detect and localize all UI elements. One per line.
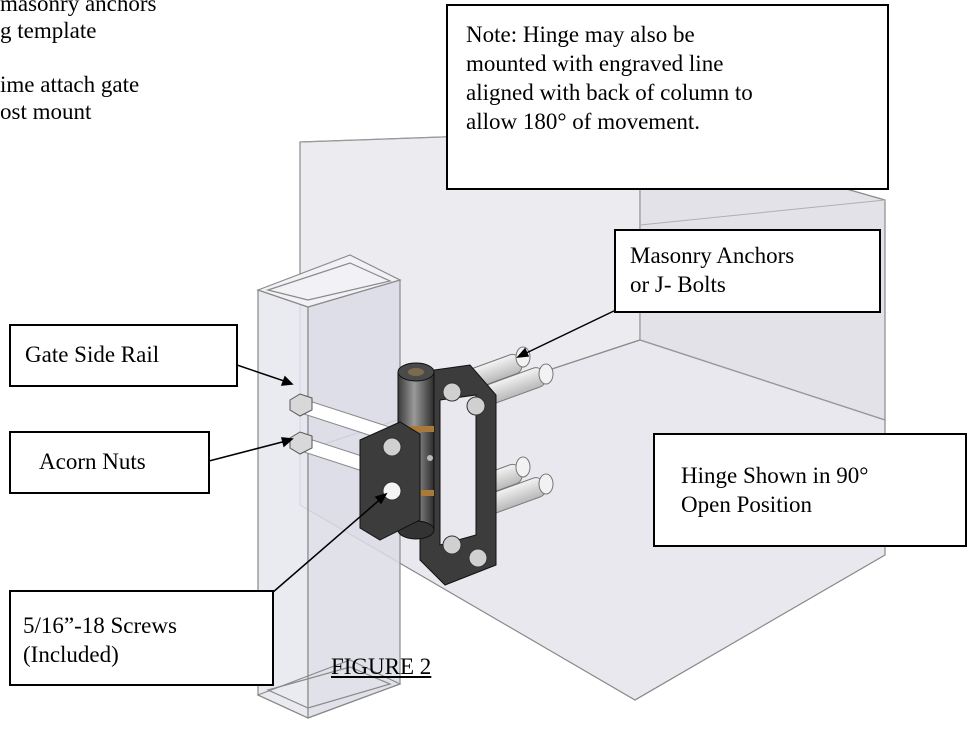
note-callout: Note: Hinge may also be mounted with eng… bbox=[446, 4, 889, 190]
instruction-fragment: ime attach gate bbox=[0, 72, 140, 97]
leader-lines bbox=[208, 308, 619, 594]
hinge-column-plate bbox=[419, 364, 497, 586]
note-line: allow 180° of movement. bbox=[466, 109, 701, 134]
figure-label: FIGURE 2 bbox=[331, 654, 432, 679]
note-line: mounted with engraved line bbox=[466, 51, 724, 76]
note-line: aligned with back of column to bbox=[466, 80, 753, 105]
acorn-nuts-callout: Acorn Nuts bbox=[9, 431, 210, 494]
screws-callout: 5/16”-18 Screws (Included) bbox=[9, 590, 274, 686]
hinge-gate-plate bbox=[359, 421, 433, 541]
note-line: Note: Hinge may also be bbox=[466, 22, 695, 47]
hinge-position-callout: Hinge Shown in 90° Open Position bbox=[653, 433, 967, 547]
instruction-fragment: ost mount bbox=[0, 99, 92, 124]
instruction-fragment: masonry anchors bbox=[0, 0, 157, 16]
masonry-anchors-callout: Masonry Anchors or J- Bolts bbox=[614, 229, 881, 313]
instruction-fragment: g template bbox=[0, 18, 97, 43]
gate-side-rail-callout: Gate Side Rail bbox=[9, 324, 238, 387]
